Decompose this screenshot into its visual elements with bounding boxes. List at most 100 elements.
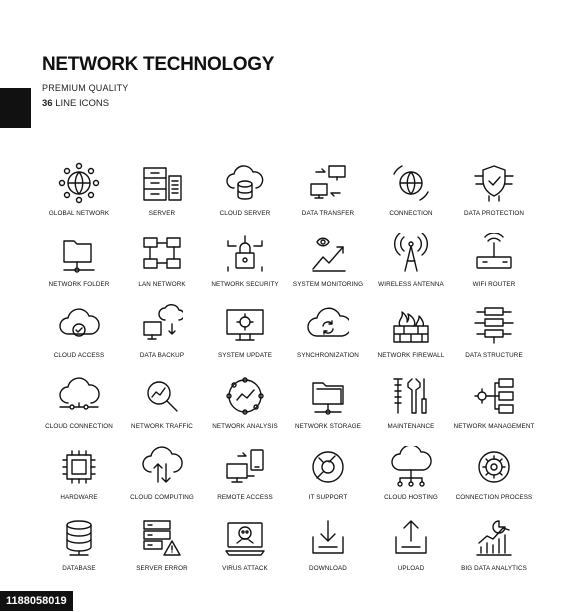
icon-label: SERVER: [148, 210, 176, 217]
icon-label: SYSTEM MONITORING: [292, 281, 364, 288]
icon-tile: DATA BACKUP: [120, 304, 204, 370]
icon-tile: NETWORK MANAGEMENT: [452, 375, 536, 441]
icon-label: VIRUS ATTACK: [222, 565, 268, 572]
icon-label: WIFI ROUTER: [472, 281, 516, 288]
connection-process-icon: [478, 451, 510, 483]
icon-label: NETWORK ANALYSIS: [212, 423, 278, 430]
icon-tile: CLOUD HOSTING: [369, 446, 453, 512]
icon-label: CONNECTION: [389, 210, 433, 217]
icon-tile: CONNECTION PROCESS: [452, 446, 536, 512]
icon-label: NETWORK SECURITY: [211, 281, 279, 288]
synchronization-icon: [307, 307, 349, 337]
cloud-hosting-icon: [391, 446, 432, 487]
wifi-router-icon: [476, 233, 512, 269]
database-icon: [66, 520, 92, 556]
network-storage-icon: [312, 382, 344, 415]
icon-tile: CLOUD CONNECTION: [37, 375, 121, 441]
icon-count: 36 LINE ICONS: [42, 98, 109, 109]
icon-tile: NETWORK FIREWALL: [369, 304, 453, 370]
icon-tile: CLOUD SERVER: [203, 162, 287, 228]
big-data-analytics-icon: [476, 520, 512, 556]
server-error-icon: [143, 520, 181, 556]
icon-label: NETWORK TRAFFIC: [131, 423, 193, 430]
icon-tile: WIFI ROUTER: [452, 233, 536, 299]
icon-tile: IT SUPPORT: [286, 446, 370, 512]
icon-label: SERVER ERROR: [136, 565, 188, 572]
data-backup-icon: [143, 304, 183, 340]
icon-label: MAINTENANCE: [387, 423, 435, 430]
icon-tile: GLOBAL NETWORK: [37, 162, 121, 228]
cloud-computing-icon: [142, 446, 183, 483]
icon-label: REMOTE ACCESS: [217, 494, 273, 501]
system-update-icon: [226, 309, 264, 341]
server-icon: [143, 167, 182, 201]
icon-tile: DOWNLOAD: [286, 517, 370, 583]
icon-label: DATA TRANSFER: [301, 210, 355, 217]
icon-tile: SYSTEM UPDATE: [203, 304, 287, 370]
icon-label: CLOUD CONNECTION: [45, 423, 113, 430]
icon-tile: BIG DATA ANALYTICS: [452, 517, 536, 583]
icon-label: DATABASE: [62, 565, 96, 572]
cloud-server-icon: [226, 165, 264, 200]
data-structure-icon: [474, 307, 514, 344]
accent-bar: [0, 88, 31, 128]
icon-tile: NETWORK TRAFFIC: [120, 375, 204, 441]
icon-tile: DATA PROTECTION: [452, 162, 536, 228]
icon-tile: CONNECTION: [369, 162, 453, 228]
data-transfer-icon: [310, 165, 346, 199]
remote-access-icon: [226, 449, 264, 483]
icon-tile: DATA STRUCTURE: [452, 304, 536, 370]
cloud-connection-icon: [59, 377, 100, 410]
icon-tile: NETWORK SECURITY: [203, 233, 287, 299]
icon-label: GLOBAL NETWORK: [48, 210, 110, 217]
system-monitoring-icon: [312, 237, 346, 272]
virus-attack-icon: [225, 522, 265, 556]
icon-tile: NETWORK ANALYSIS: [203, 375, 287, 441]
icon-label: SYSTEM UPDATE: [217, 352, 272, 359]
lan-network-icon: [143, 237, 181, 269]
icon-label: NETWORK STORAGE: [294, 423, 362, 430]
icon-label: UPLOAD: [397, 565, 425, 572]
icon-tile: SERVER ERROR: [120, 517, 204, 583]
icon-label: BIG DATA ANALYTICS: [461, 565, 527, 572]
hardware-icon: [62, 450, 96, 484]
subtitle: PREMIUM QUALITY: [42, 83, 129, 93]
icon-label: LAN NETWORK: [138, 281, 186, 288]
icon-tile: DATA TRANSFER: [286, 162, 370, 228]
network-analysis-icon: [226, 377, 264, 415]
icon-tile: LAN NETWORK: [120, 233, 204, 299]
icon-label: CLOUD SERVER: [219, 210, 271, 217]
icon-tile: SYNCHRONIZATION: [286, 304, 370, 370]
network-firewall-icon: [393, 311, 429, 343]
cloud-access-icon: [59, 308, 100, 337]
icon-label: DATA PROTECTION: [463, 210, 525, 217]
icon-count-number: 36: [42, 98, 53, 109]
data-protection-icon: [474, 165, 514, 202]
network-management-icon: [474, 378, 514, 414]
icon-label: IT SUPPORT: [308, 494, 348, 501]
page-title: NETWORK TECHNOLOGY: [42, 54, 275, 75]
icon-label: SYNCHRONIZATION: [297, 352, 359, 359]
icon-label: NETWORK MANAGEMENT: [453, 423, 535, 430]
maintenance-icon: [393, 378, 427, 414]
download-icon: [312, 520, 344, 554]
connection-icon: [393, 165, 429, 201]
icon-tile: MAINTENANCE: [369, 375, 453, 441]
wireless-antenna-icon: [394, 233, 428, 272]
icon-tile: REMOTE ACCESS: [203, 446, 287, 512]
icon-label: CONNECTION PROCESS: [455, 494, 533, 501]
icon-tile: NETWORK FOLDER: [37, 233, 121, 299]
icon-tile: SYSTEM MONITORING: [286, 233, 370, 299]
icon-label: NETWORK FOLDER: [48, 281, 110, 288]
it-support-icon: [312, 451, 344, 483]
image-id: 1188058019: [0, 591, 73, 611]
icon-label: NETWORK FIREWALL: [377, 352, 445, 359]
icon-tile: WIRELESS ANTENNA: [369, 233, 453, 299]
icon-tile: VIRUS ATTACK: [203, 517, 287, 583]
icon-tile: HARDWARE: [37, 446, 121, 512]
icon-label: WIRELESS ANTENNA: [378, 281, 444, 288]
icon-tile: UPLOAD: [369, 517, 453, 583]
icon-label: DATA STRUCTURE: [465, 352, 523, 359]
network-traffic-icon: [147, 381, 178, 412]
icon-label: DATA BACKUP: [139, 352, 185, 359]
